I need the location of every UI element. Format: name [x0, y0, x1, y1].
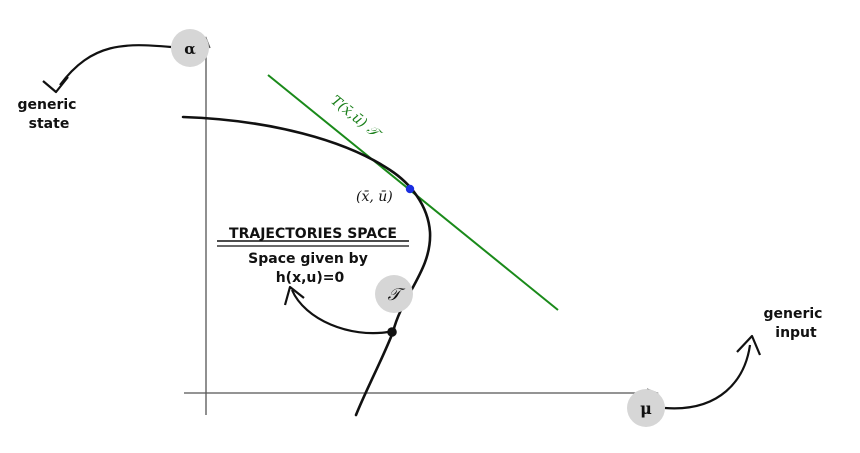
trajectory-set-badge: [375, 275, 413, 313]
input-arrow: [664, 344, 752, 410]
curve-point: [387, 327, 397, 337]
state-arrow: [59, 44, 172, 86]
tangent-point: [405, 184, 415, 194]
x-axis-badge: [627, 389, 665, 427]
box-line1: Space given by: [248, 251, 368, 267]
y-axis-label: α: [184, 40, 196, 58]
state-label-line1: generic: [18, 97, 77, 113]
trajectory-arrowhead: [283, 285, 305, 306]
input-label-line1: generic: [764, 306, 823, 322]
x-axis-label: μ: [640, 399, 652, 418]
trajectory-curve: [181, 115, 432, 417]
trajectory-arrow: [290, 289, 389, 335]
tangent-point-label: (x̄, ū): [356, 189, 393, 205]
y-axis-badge: [171, 29, 209, 67]
box-title: TRAJECTORIES SPACE: [229, 226, 397, 242]
input-label-line2: input: [775, 325, 817, 341]
tangent-label: T(x̄,ū) 𝒯: [327, 93, 385, 144]
state-label-line2: state: [29, 116, 70, 132]
state-arrowhead: [42, 76, 69, 94]
box-line2: h(x,u)=0: [276, 270, 345, 286]
input-arrowhead: [736, 334, 762, 356]
